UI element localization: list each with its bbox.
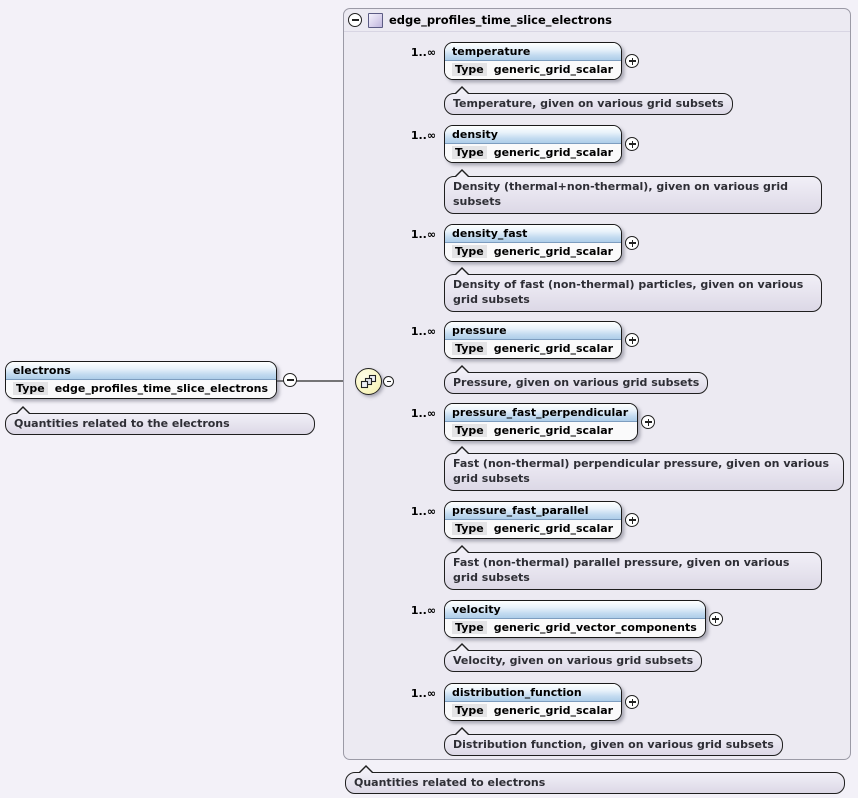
element-name: density — [445, 126, 622, 144]
sequence-compositor-icon[interactable] — [355, 368, 382, 395]
element-name: velocity — [445, 601, 705, 619]
cardinality-label: 1..∞ — [410, 46, 436, 59]
element-box-temperature[interactable]: temperature Type generic_grid_scalar — [444, 42, 640, 80]
expand-icon[interactable] — [641, 415, 656, 429]
annotation-bubble: Fast (non-thermal) perpendicular pressur… — [444, 446, 844, 491]
cardinality-label: 1..∞ — [410, 407, 436, 420]
element-type-row: Type edge_profiles_time_slice_electrons — [6, 380, 277, 398]
element-box-velocity[interactable]: velocity Type generic_grid_vector_compon… — [444, 600, 723, 638]
container-title: edge_profiles_time_slice_electrons — [389, 13, 613, 27]
annotation-bubble: Fast (non-thermal) parallel pressure, gi… — [444, 545, 822, 590]
element-box-density-fast[interactable]: density_fast Type generic_grid_scalar — [444, 224, 640, 262]
type-value: generic_grid_scalar — [493, 342, 614, 355]
annotation-bubble: Velocity, given on various grid subsets — [444, 642, 703, 673]
element-box-pressure-fast-perpendicular[interactable]: pressure_fast_perpendicular Type generic… — [444, 403, 656, 441]
annotation-bubble: Temperature, given on various grid subse… — [444, 85, 733, 116]
cardinality-label: 1..∞ — [410, 505, 436, 518]
type-value: generic_grid_scalar — [493, 63, 614, 76]
cardinality-label: 1..∞ — [410, 325, 436, 338]
type-label: Type — [452, 146, 487, 159]
element-type-row: Type generic_grid_scalar — [445, 144, 622, 162]
element-type-row: Type generic_grid_scalar — [445, 243, 622, 261]
stacked-boxes-icon — [360, 374, 377, 389]
cardinality-label: 1..∞ — [410, 604, 436, 617]
expand-icon[interactable] — [625, 513, 640, 527]
type-value: generic_grid_scalar — [493, 424, 614, 437]
type-value: generic_grid_scalar — [493, 146, 614, 159]
type-label: Type — [452, 245, 487, 258]
type-label: Type — [452, 621, 487, 634]
element-box-pressure-fast-parallel[interactable]: pressure_fast_parallel Type generic_grid… — [444, 501, 640, 539]
element-type-row: Type generic_grid_vector_components — [445, 619, 705, 637]
container-header: edge_profiles_time_slice_electrons — [344, 9, 850, 32]
expand-icon[interactable] — [625, 137, 640, 151]
element-box-pressure[interactable]: pressure Type generic_grid_scalar — [444, 321, 640, 359]
type-value: edge_profiles_time_slice_electrons — [54, 382, 269, 395]
annotation-bubble: Quantities related to the electrons — [5, 405, 315, 436]
expand-icon[interactable] — [625, 333, 640, 347]
type-label: Type — [452, 63, 487, 76]
container-annotation-bubble: Quantities related to electrons — [345, 764, 845, 795]
document-icon — [368, 12, 383, 28]
element-name: electrons — [6, 362, 277, 380]
element-type-row: Type generic_grid_scalar — [445, 520, 622, 538]
element-type-row: Type generic_grid_scalar — [445, 61, 622, 79]
expand-icon[interactable] — [625, 695, 640, 709]
element-name: pressure_fast_parallel — [445, 502, 622, 520]
type-label: Type — [452, 342, 487, 355]
collapse-icon[interactable] — [348, 13, 362, 27]
type-label: Type — [452, 522, 487, 535]
annotation-bubble: Density of fast (non-thermal) particles,… — [444, 267, 822, 312]
element-name: density_fast — [445, 225, 622, 243]
collapse-icon[interactable] — [383, 376, 394, 387]
element-type-row: Type generic_grid_scalar — [445, 340, 622, 358]
element-type-row: Type generic_grid_scalar — [445, 702, 622, 720]
element-box-density[interactable]: density Type generic_grid_scalar — [444, 125, 640, 163]
element-name: distribution_function — [445, 684, 622, 702]
element-name: pressure — [445, 322, 622, 340]
type-value: generic_grid_scalar — [493, 245, 614, 258]
collapse-icon[interactable] — [283, 373, 298, 387]
annotation-bubble: Pressure, given on various grid subsets — [444, 364, 709, 395]
expand-icon[interactable] — [625, 236, 640, 250]
element-box-distribution-function[interactable]: distribution_function Type generic_grid_… — [444, 683, 640, 721]
expand-icon[interactable] — [625, 54, 640, 68]
cardinality-label: 1..∞ — [410, 129, 436, 142]
type-value: generic_grid_scalar — [493, 704, 614, 717]
element-name: pressure_fast_perpendicular — [445, 404, 638, 422]
cardinality-label: 1..∞ — [410, 228, 436, 241]
cardinality-label: 1..∞ — [410, 687, 436, 700]
type-label: Type — [452, 424, 487, 437]
element-name: temperature — [445, 43, 622, 61]
annotation-bubble: Density (thermal+non-thermal), given on … — [444, 169, 822, 214]
type-label: Type — [452, 704, 487, 717]
element-type-row: Type generic_grid_scalar — [445, 422, 638, 440]
element-box-electrons[interactable]: electrons Type edge_profiles_time_slice_… — [5, 361, 298, 399]
expand-icon[interactable] — [708, 612, 723, 626]
type-value: generic_grid_vector_components — [493, 621, 697, 634]
type-value: generic_grid_scalar — [493, 522, 614, 535]
type-label: Type — [13, 382, 48, 395]
annotation-bubble: Distribution function, given on various … — [444, 726, 783, 757]
